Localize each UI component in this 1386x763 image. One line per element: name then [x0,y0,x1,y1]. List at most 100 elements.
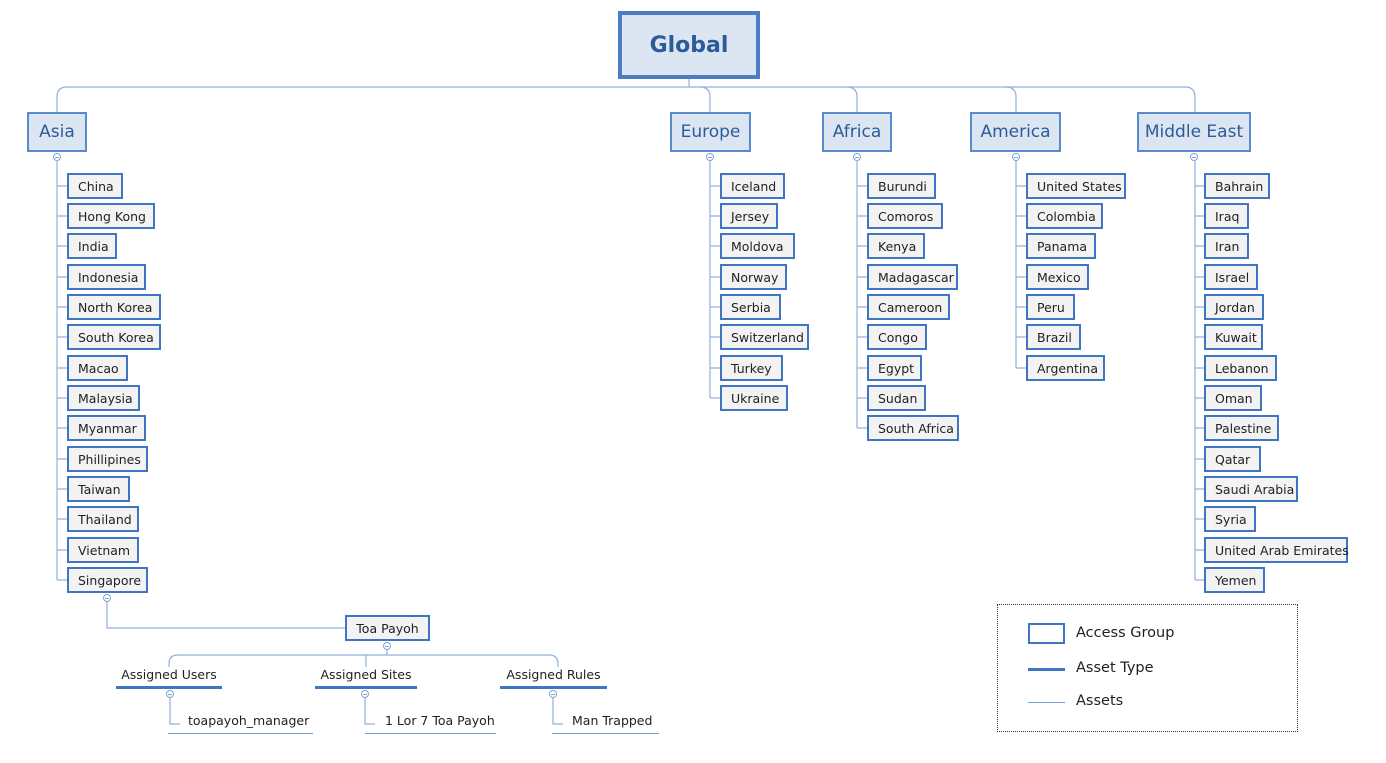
country-node[interactable]: South Korea [67,324,161,350]
country-label: Madagascar [878,269,954,285]
asset-connector-users [169,698,180,725]
country-node[interactable]: Jordan [1204,294,1264,320]
country-node[interactable]: Peru [1026,294,1075,320]
country-node[interactable]: Egypt [867,355,922,381]
region-america[interactable]: America [970,112,1061,152]
country-node[interactable]: Jersey [720,203,778,229]
country-node[interactable]: Iraq [1204,203,1249,229]
country-label: Jersey [731,208,770,224]
legend-access-group-label: Access Group [1076,625,1175,641]
country-label: Macao [78,360,119,376]
country-node[interactable]: Oman [1204,385,1262,411]
country-node[interactable]: Serbia [720,294,781,320]
country-node[interactable]: Burundi [867,173,936,199]
country-label: Malaysia [78,390,133,406]
country-node[interactable]: Cameroon [867,294,950,320]
collapse-toggle-middle-east[interactable] [1190,153,1198,161]
country-node[interactable]: Panama [1026,233,1096,259]
collapse-toggle-singapore[interactable] [103,594,111,602]
country-node[interactable]: Taiwan [67,476,130,502]
collapse-toggle-assigned-users[interactable] [166,690,174,698]
collapse-toggle-asia[interactable] [53,153,61,161]
country-node[interactable]: Malaysia [67,385,140,411]
asset-man-trapped[interactable]: Man Trapped [552,713,659,734]
region-europe[interactable]: Europe [670,112,751,152]
legend: Access Group Asset Type Assets [997,604,1298,732]
country-node[interactable]: Colombia [1026,203,1103,229]
country-node[interactable]: Mexico [1026,264,1089,290]
asset-type-assigned-sites[interactable]: Assigned Sites [315,667,417,689]
country-node[interactable]: United Arab Emirates [1204,537,1349,563]
region-label: America [980,122,1051,142]
country-node[interactable]: Turkey [720,355,783,381]
root-node-global[interactable]: Global [618,11,760,79]
country-label: Burundi [878,178,927,194]
country-node[interactable]: Iran [1204,233,1249,259]
country-label: Singapore [78,572,142,588]
country-label: Serbia [731,299,771,315]
country-label: Ukraine [731,390,780,406]
collapse-toggle-toa-payoh[interactable] [383,642,391,650]
country-node[interactable]: Moldova [720,233,795,259]
asset-label: Man Trapped [572,713,653,728]
country-node[interactable]: Switzerland [720,324,809,350]
country-node[interactable]: India [67,233,117,259]
country-node[interactable]: Syria [1204,506,1256,532]
collapse-toggle-africa[interactable] [853,153,861,161]
collapse-toggle-assigned-sites[interactable] [361,690,369,698]
country-node[interactable]: Palestine [1204,415,1279,441]
region-africa[interactable]: Africa [822,112,892,152]
country-node[interactable]: Kenya [867,233,925,259]
asset-1-lor-7-toa-payoh[interactable]: 1 Lor 7 Toa Payoh [365,713,496,734]
country-node[interactable]: Singapore [67,567,148,593]
country-node[interactable]: North Korea [67,294,161,320]
country-node[interactable]: Yemen [1204,567,1265,593]
country-label: Indonesia [78,269,139,285]
country-node[interactable]: South Africa [867,415,959,441]
asset-type-label: Assigned Sites [320,667,412,682]
country-node[interactable]: Saudi Arabia [1204,476,1298,502]
region-asia[interactable]: Asia [27,112,87,152]
country-node[interactable]: Thailand [67,506,139,532]
asset-type-assigned-users[interactable]: Assigned Users [116,667,222,689]
region-middle-east[interactable]: Middle East [1137,112,1251,152]
country-node[interactable]: Vietnam [67,537,139,563]
country-node[interactable]: Sudan [867,385,926,411]
country-label: Brazil [1037,329,1072,345]
region-label: Asia [39,122,75,142]
country-node[interactable]: Indonesia [67,264,146,290]
country-node[interactable]: China [67,173,123,199]
country-node[interactable]: Myanmar [67,415,146,441]
country-node[interactable]: Iceland [720,173,785,199]
country-label: Moldova [731,238,784,254]
asset-type-assigned-rules[interactable]: Assigned Rules [500,667,607,689]
collapse-toggle-america[interactable] [1012,153,1020,161]
country-node[interactable]: Comoros [867,203,943,229]
country-node[interactable]: Argentina [1026,355,1105,381]
country-label: Hong Kong [78,208,146,224]
country-node[interactable]: Israel [1204,264,1258,290]
country-node[interactable]: United States [1026,173,1126,199]
collapse-toggle-assigned-rules[interactable] [549,690,557,698]
asset-toapayoh-manager[interactable]: toapayoh_manager [168,713,313,734]
asset-label: toapayoh_manager [188,713,310,728]
site-node-toa-payoh[interactable]: Toa Payoh [345,615,430,641]
country-node[interactable]: Norway [720,264,787,290]
collapse-toggle-europe[interactable] [706,153,714,161]
country-node[interactable]: Qatar [1204,446,1261,472]
country-node[interactable]: Kuwait [1204,324,1263,350]
country-label: Oman [1215,390,1253,406]
country-node[interactable]: Lebanon [1204,355,1277,381]
asset-connector-rules [552,698,563,725]
country-label: China [78,178,114,194]
country-label: Thailand [78,511,132,527]
country-node[interactable]: Macao [67,355,128,381]
country-node[interactable]: Madagascar [867,264,958,290]
country-label: Peru [1037,299,1065,315]
country-node[interactable]: Brazil [1026,324,1081,350]
country-node[interactable]: Phillipines [67,446,148,472]
country-node[interactable]: Congo [867,324,927,350]
country-node[interactable]: Ukraine [720,385,788,411]
country-node[interactable]: Hong Kong [67,203,155,229]
country-node[interactable]: Bahrain [1204,173,1270,199]
